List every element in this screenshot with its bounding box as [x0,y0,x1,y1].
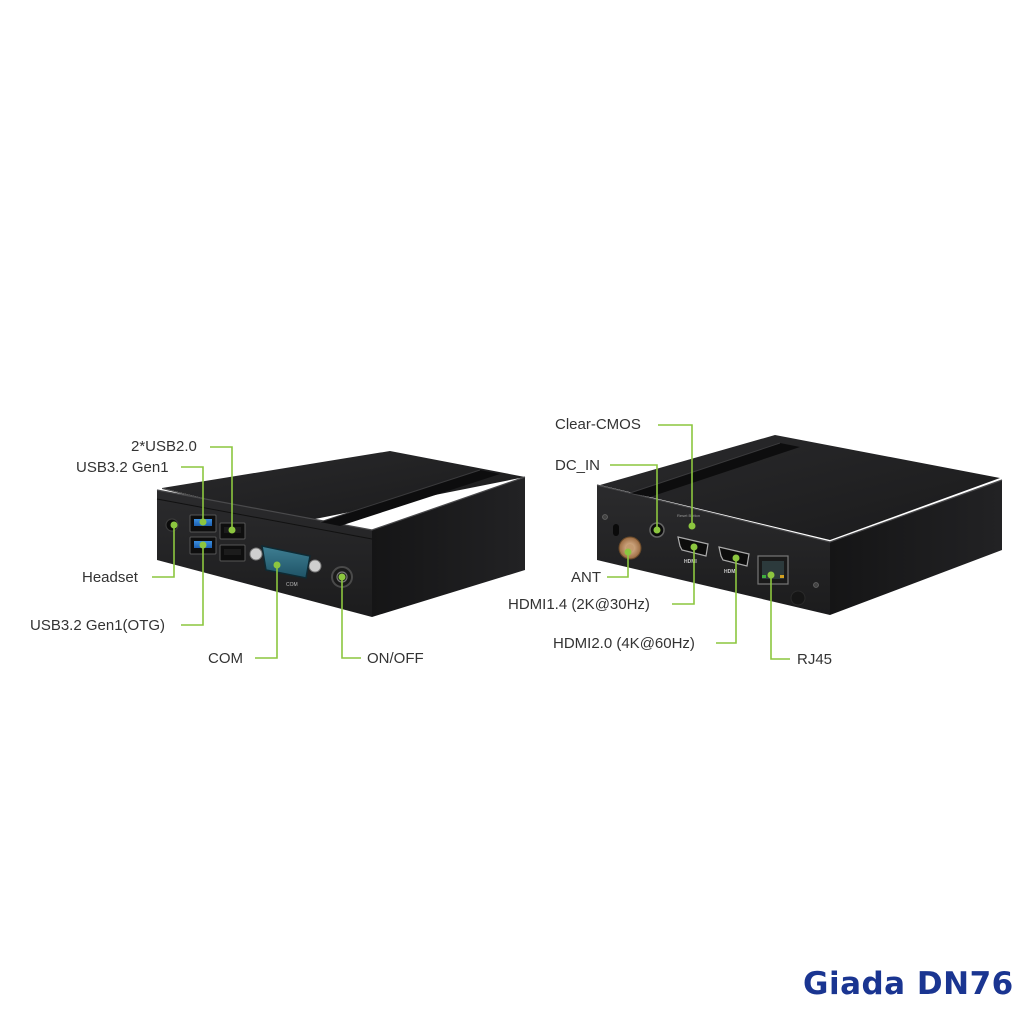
label-usb32-gen1: USB3.2 Gen1 [76,459,169,476]
hdmi-1-text: HDMI [684,559,697,565]
label-hdmi20: HDMI2.0 (4K@60Hz) [553,635,695,652]
hdmi-2-text: HDMI [724,569,737,575]
label-on-off: ON/OFF [367,650,424,667]
label-headset: Headset [82,569,138,586]
label-clear-cmos: Clear-CMOS [555,416,641,433]
callout-dots [170,518,775,581]
usb2-port-bottom [219,544,246,562]
label-hdmi14: HDMI1.4 (2K@30Hz) [508,596,650,613]
com-port-text: COM [286,582,298,588]
label-dc-in: DC_IN [555,457,601,474]
brand-title: Giada DN76 [803,966,1014,1002]
callout-lines [152,424,790,660]
reset-button-text: Reset Button [677,513,700,518]
rj45-port [757,555,789,585]
antenna-connector [618,536,642,560]
com-port: COM [249,545,322,588]
label-2-usb2: 2*USB2.0 [131,438,197,455]
label-com: COM [208,650,243,667]
label-usb32-gen1-otg: USB3.2 Gen1(OTG) [30,617,166,634]
front-device: COM [156,451,526,617]
label-rj45: RJ45 [797,651,833,668]
label-ant: ANT [571,569,601,586]
